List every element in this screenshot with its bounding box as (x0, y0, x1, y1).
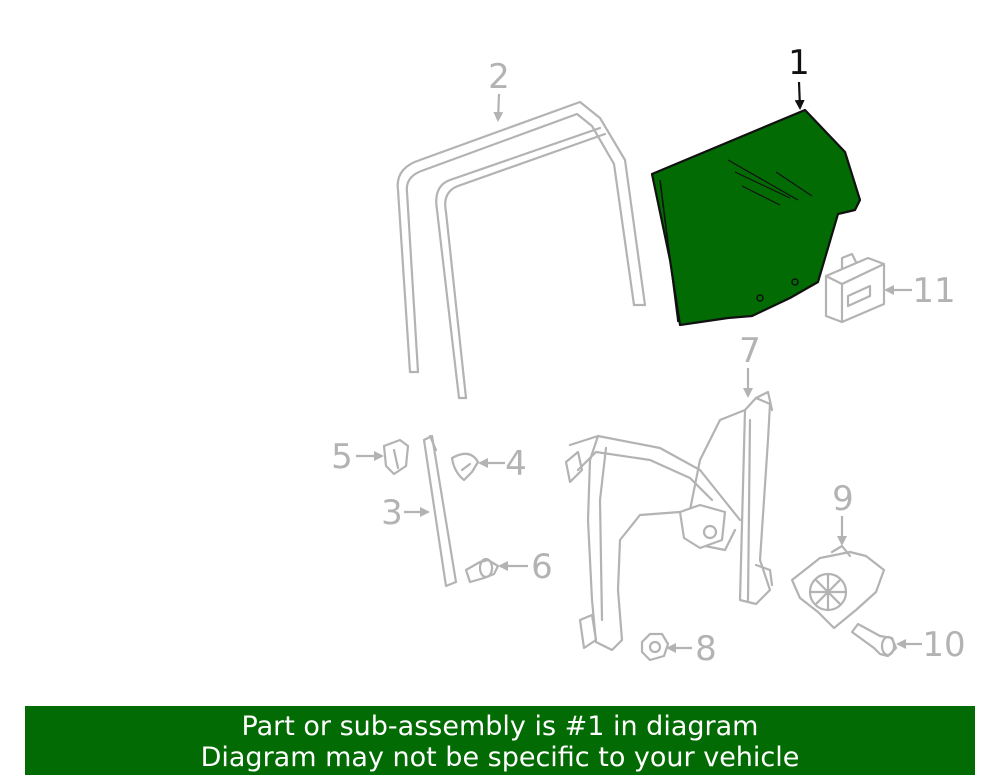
part-1-door-glass[interactable] (650, 108, 862, 327)
banner-line-1: Part or sub-assembly is #1 in diagram (241, 711, 759, 742)
callout-1[interactable]: 1 (788, 43, 810, 83)
banner-line-2: Diagram may not be specific to your vehi… (200, 742, 800, 773)
callout-3[interactable]: 3 (381, 493, 403, 533)
callout-7[interactable]: 7 (739, 331, 761, 371)
callout-11[interactable]: 11 (912, 271, 955, 311)
part-6-screw[interactable] (464, 557, 500, 584)
leader-1 (794, 81, 805, 110)
part-5-clip[interactable] (382, 438, 410, 476)
callout-4[interactable]: 4 (505, 444, 527, 484)
callout-2[interactable]: 2 (488, 57, 510, 97)
part-11-module[interactable] (824, 252, 886, 324)
callout-10[interactable]: 10 (922, 625, 965, 665)
part-2-run-channel[interactable] (396, 100, 647, 400)
leader-2 (493, 93, 504, 122)
callout-5[interactable]: 5 (331, 437, 353, 477)
part-10-bolt[interactable] (850, 622, 898, 658)
part-7-window-regulator[interactable] (564, 390, 774, 652)
callout-9[interactable]: 9 (832, 479, 854, 519)
callout-6[interactable]: 6 (531, 547, 553, 587)
part-3-channel-strip[interactable] (422, 434, 458, 588)
info-banner: Part or sub-assembly is #1 in diagram Di… (25, 706, 975, 775)
part-9-motor[interactable] (790, 544, 886, 630)
callout-8[interactable]: 8 (695, 629, 717, 669)
part-8-nut[interactable] (640, 632, 670, 662)
part-4-push-pin[interactable] (450, 452, 480, 482)
